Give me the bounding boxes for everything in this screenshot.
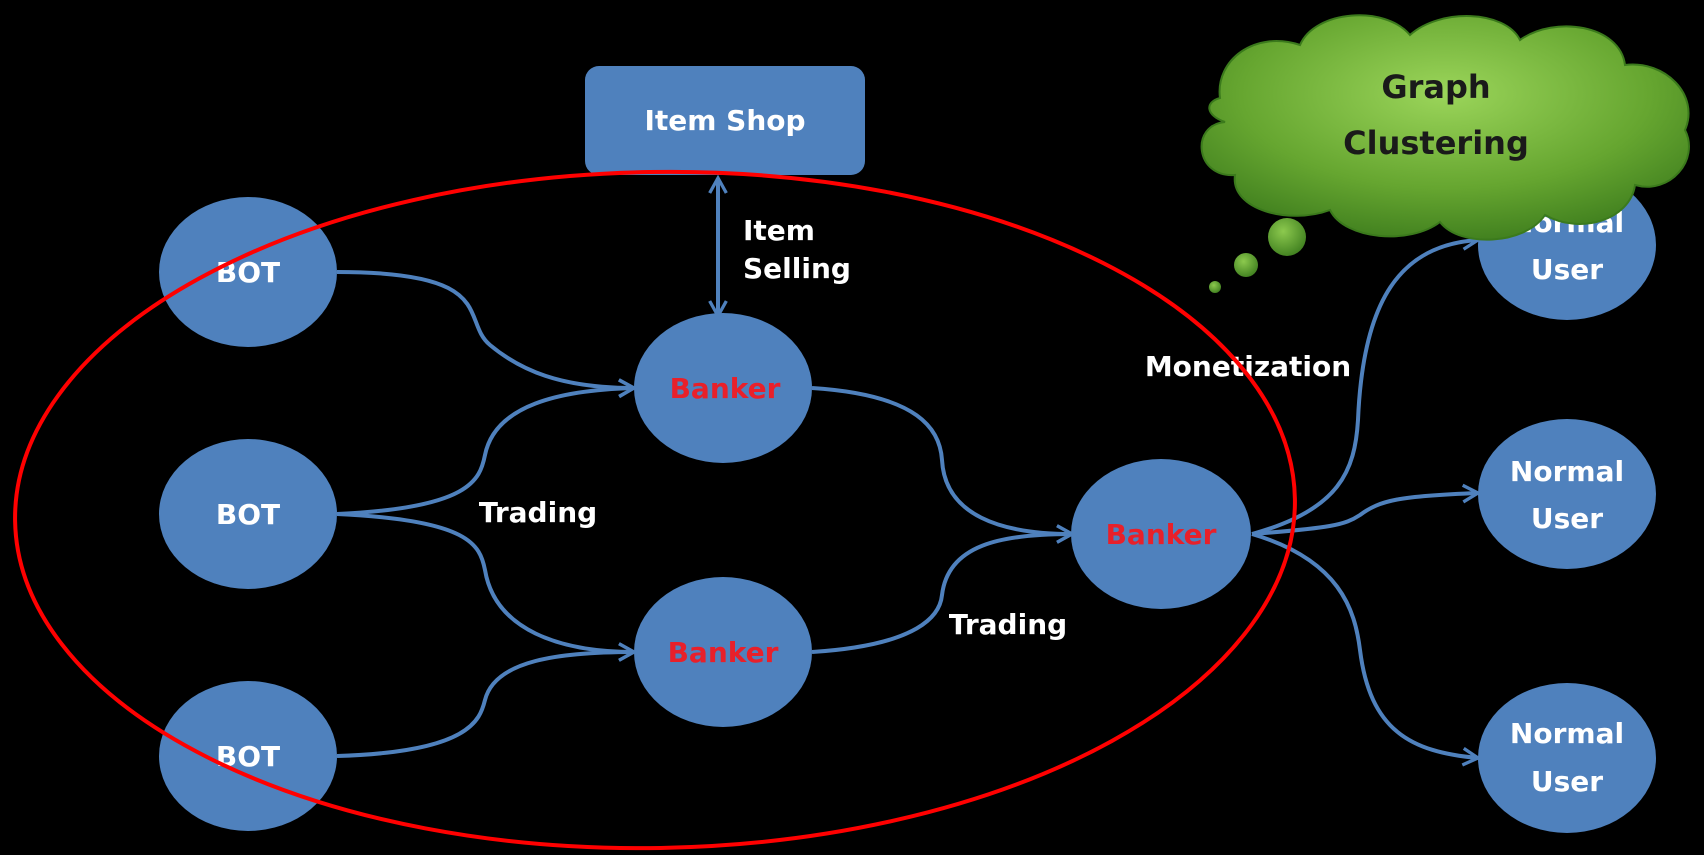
edge-bot3-banker2 — [336, 652, 634, 758]
normal-user-2-line2: User — [1531, 502, 1603, 535]
item-selling-label-line2: Selling — [743, 252, 851, 285]
banker-label-1: Banker — [670, 372, 781, 405]
cluster-ellipse — [13, 169, 1297, 851]
normal-user-node-3: Normal User — [1478, 683, 1656, 833]
bot-node-1: BOT — [159, 197, 337, 347]
graph-clustering-cloud: Graph Clustering — [1200, 14, 1690, 241]
bot-node-3: BOT — [159, 681, 337, 831]
trading-label-2: Trading — [949, 608, 1067, 641]
item-selling-label-line1: Item — [743, 214, 815, 247]
normal-user-3-line2: User — [1531, 765, 1603, 798]
bot-label-2: BOT — [216, 498, 280, 531]
banker-label-2: Banker — [668, 636, 779, 669]
thought-bubble-small — [1209, 281, 1221, 293]
normal-user-2-line1: Normal — [1510, 455, 1624, 488]
edge-banker3-user3 — [1251, 532, 1478, 758]
banker-node-3: Banker — [1071, 459, 1251, 609]
trading-label-1: Trading — [479, 496, 597, 529]
banker-label-3: Banker — [1106, 518, 1217, 551]
edges — [336, 178, 1478, 758]
thought-bubble-medium — [1234, 253, 1258, 277]
normal-user-3-line1: Normal — [1510, 717, 1624, 750]
edge-bot1-banker1 — [336, 270, 634, 388]
banker-node-1: Banker — [634, 313, 812, 463]
item-shop-box — [585, 66, 865, 175]
cloud-label-line1: Graph — [1381, 68, 1490, 106]
edge-banker3-user1 — [1251, 240, 1478, 536]
bot-node-2: BOT — [159, 439, 337, 589]
edge-banker3-user2 — [1251, 493, 1478, 536]
edge-bot2-banker1 — [336, 388, 634, 516]
edge-banker2-banker3 — [811, 534, 1072, 654]
item-shop-node: Item Shop — [585, 66, 865, 175]
item-shop-label: Item Shop — [644, 104, 805, 137]
bot-label-1: BOT — [216, 256, 280, 289]
edge-banker1-banker3 — [811, 386, 1072, 534]
cloud-label-line2: Clustering — [1343, 124, 1529, 162]
banker-node-2: Banker — [634, 577, 812, 727]
normal-user-node-2: Normal User — [1478, 419, 1656, 569]
thought-bubble-large — [1268, 218, 1306, 256]
normal-user-1-line2: User — [1531, 253, 1603, 286]
edge-bot2-banker2 — [336, 512, 634, 652]
